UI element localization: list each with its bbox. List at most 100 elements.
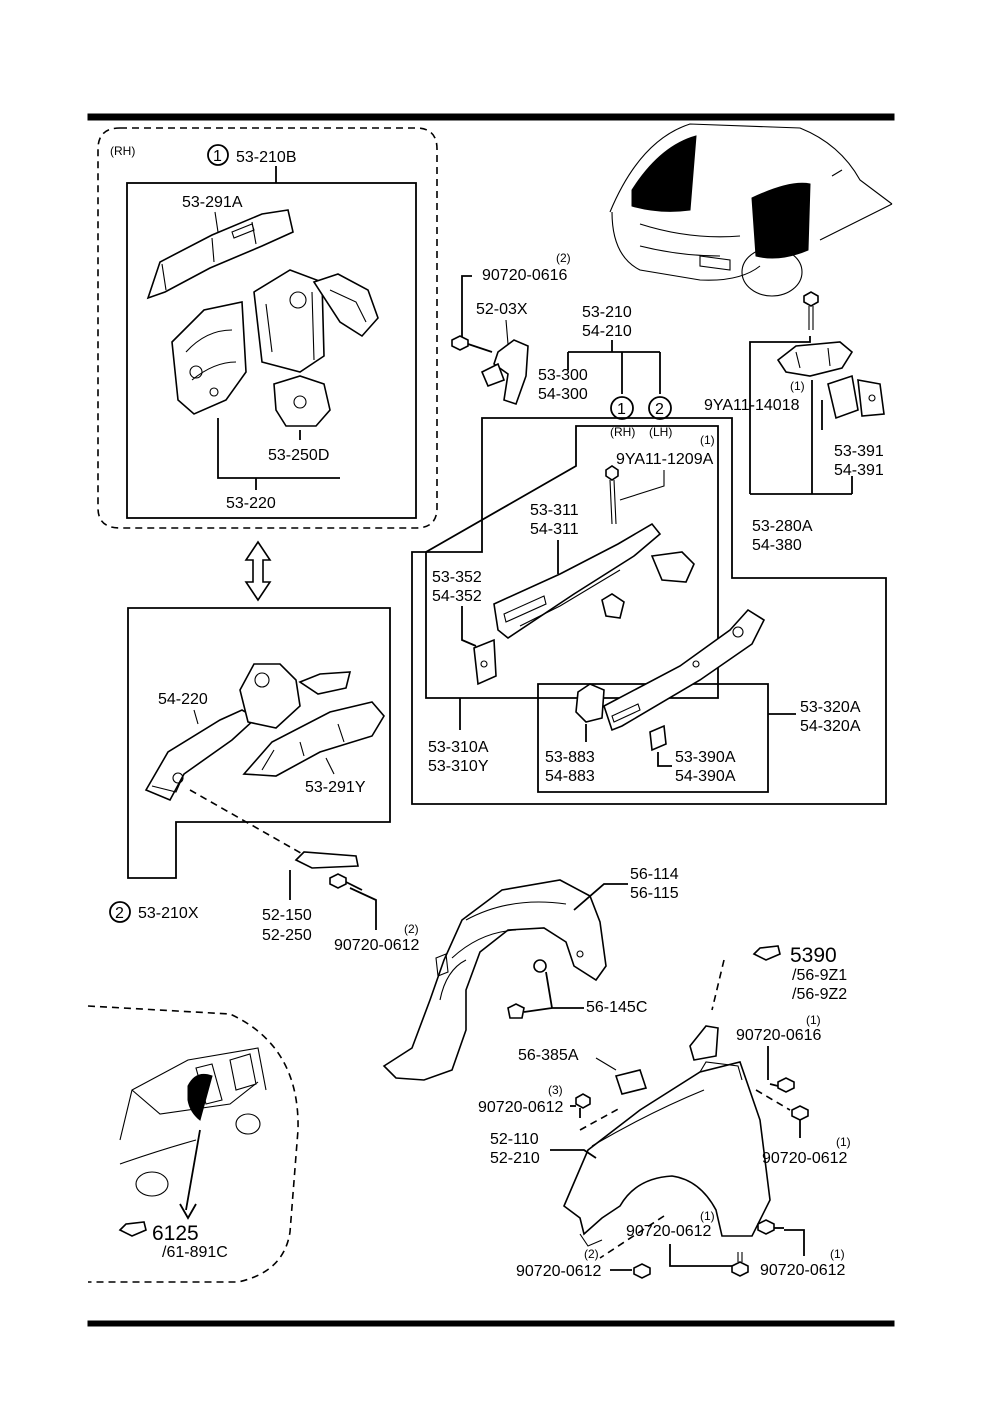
bracket-53-883-drawing <box>575 683 605 723</box>
label-52-110: 52-110 <box>490 1131 539 1148</box>
callout-circle-2 <box>109 901 131 923</box>
wheelhouse-inner-53-220-drawing <box>312 273 379 338</box>
leader-54-220 <box>193 709 199 725</box>
label-53-291Y: 53-291Y <box>305 779 366 796</box>
hand-pointer-icon-6125 <box>118 1221 147 1237</box>
label-56-114: 56-114 <box>630 866 679 883</box>
bolt-icon-hinge <box>451 335 493 353</box>
label-53-291A: 53-291A <box>182 194 243 211</box>
leader-53-280A-tree <box>750 380 853 495</box>
rail-53-320A-drawing <box>603 608 766 732</box>
label-52-03X: 52-03X <box>476 301 528 318</box>
leader-56-145C <box>523 971 584 1013</box>
small-bracket-drawing <box>601 593 625 619</box>
label-90720-0616-a: 90720-0616 <box>482 267 568 284</box>
qty-2-c: (2) <box>584 1247 599 1261</box>
bolt-icon-fender-bottom <box>731 1252 749 1277</box>
hood-hinge-52-03X-drawing <box>480 339 529 406</box>
label-53-320A: 53-320A <box>800 699 861 716</box>
ref-6125: 6125 <box>152 1222 199 1245</box>
front-fender-52-110-drawing <box>563 1061 771 1247</box>
label-90720-0612-b: 90720-0612 <box>478 1099 564 1116</box>
label-90720-0612-c: 90720-0612 <box>762 1150 848 1167</box>
rail-assembly-53-320A-box <box>537 683 769 793</box>
ref-5390: 5390 <box>790 944 837 967</box>
label-53-310Y: 53-310Y <box>428 758 489 775</box>
frame-assembly-53-310A-box <box>425 425 719 699</box>
label-53-220: 53-220 <box>226 495 276 512</box>
label-54-300: 54-300 <box>538 386 588 403</box>
apron-panel-53-291Y-drawing <box>242 701 385 777</box>
bolt-icon-fender-right <box>757 1219 784 1235</box>
callout-circle-1-rh <box>610 396 634 420</box>
bracket-52-150-drawing <box>294 851 359 869</box>
qty-1-e: (1) <box>700 1209 715 1223</box>
leader-90720-0612-e <box>784 1229 805 1256</box>
rh-group-dashed-frame <box>97 127 438 529</box>
leader-53-210-tree <box>567 340 661 394</box>
label-90720-0612-e: 90720-0612 <box>760 1262 846 1279</box>
mudguard-dashed-line <box>711 959 725 1011</box>
bracket-53-250D-drawing <box>273 375 331 427</box>
bolt-dashed-line-c <box>755 1089 791 1111</box>
bolt-icon-fender-mid <box>791 1105 809 1121</box>
leader-52-110 <box>550 1149 597 1159</box>
label-54-883: 54-883 <box>545 768 595 785</box>
leader-90720-0612-d <box>669 1244 736 1267</box>
leader-52-03X <box>505 319 509 345</box>
vehicle-side-overview-drawing <box>119 1047 267 1220</box>
ref-56-9Z1: /56-9Z1 <box>792 967 847 984</box>
plate-53-390A-drawing <box>649 724 667 752</box>
label-90720-0612-d: 90720-0612 <box>626 1223 712 1240</box>
label-53-390A: 53-390A <box>675 749 736 766</box>
label-53-310A: 53-310A <box>428 739 489 756</box>
qty-1-f: (1) <box>830 1247 845 1261</box>
mudguard-piece-drawing <box>689 1025 719 1061</box>
leader-53-280A-left <box>749 336 811 494</box>
label-53-210X: 53-210X <box>138 905 199 922</box>
label-90720-0612-f: 90720-0612 <box>516 1263 602 1280</box>
lh-assembly-box <box>127 607 391 879</box>
bolt-icon-fender-lower-left <box>633 1263 651 1279</box>
ref-61-891C: /61-891C <box>162 1244 228 1261</box>
leader-53-220-group <box>217 418 340 479</box>
label-53-352: 53-352 <box>432 569 482 586</box>
label-54-390A: 54-390A <box>675 768 736 785</box>
qty-1-a: (1) <box>700 433 715 447</box>
gusset-53-352-drawing <box>473 638 497 686</box>
bolt-dashed-line-a <box>599 1215 665 1259</box>
label-9YA11-14018: 9YA11-14018 <box>704 397 800 414</box>
bolt-icon <box>329 873 363 891</box>
label-52-210: 52-210 <box>490 1150 540 1167</box>
label-56-115: 56-115 <box>630 885 679 902</box>
qty-1-d: (1) <box>836 1135 851 1149</box>
rh-tag: (RH) <box>110 144 135 158</box>
qty-3: (3) <box>548 1083 563 1097</box>
emblem-56-385A-drawing <box>614 1069 648 1095</box>
leader-90720-0616-a <box>461 275 472 340</box>
shock-tower-54-220-drawing <box>239 663 352 729</box>
label-53-210: 53-210 <box>582 304 632 321</box>
label-90720-0612-a: 90720-0612 <box>334 937 420 954</box>
hand-pointer-icon-5390 <box>752 945 781 961</box>
leader-56-114 <box>573 883 628 911</box>
qty-1-c: (1) <box>806 1013 821 1027</box>
interchange-double-arrow-icon <box>244 540 272 602</box>
label-90720-0616-b: 90720-0616 <box>736 1027 822 1044</box>
label-54-320A: 54-320A <box>800 718 861 735</box>
qty-1-b: (1) <box>790 379 805 393</box>
leader-53-390A <box>657 752 672 767</box>
clip-icon <box>507 1003 525 1019</box>
label-52-250: 52-250 <box>262 927 312 944</box>
qty-2-b: (2) <box>556 251 571 265</box>
label-52-150: 52-150 <box>262 907 312 924</box>
label-54-210: 54-210 <box>582 323 632 340</box>
leader-53-291A <box>214 211 219 233</box>
callout-circle-2-number: 2 <box>115 905 124 922</box>
label-54-311: 54-311 <box>530 521 579 538</box>
leader-9YA11-1209A <box>619 470 665 501</box>
label-53-250D: 53-250D <box>268 447 329 464</box>
frame-rail-53-291A-drawing <box>146 209 294 300</box>
